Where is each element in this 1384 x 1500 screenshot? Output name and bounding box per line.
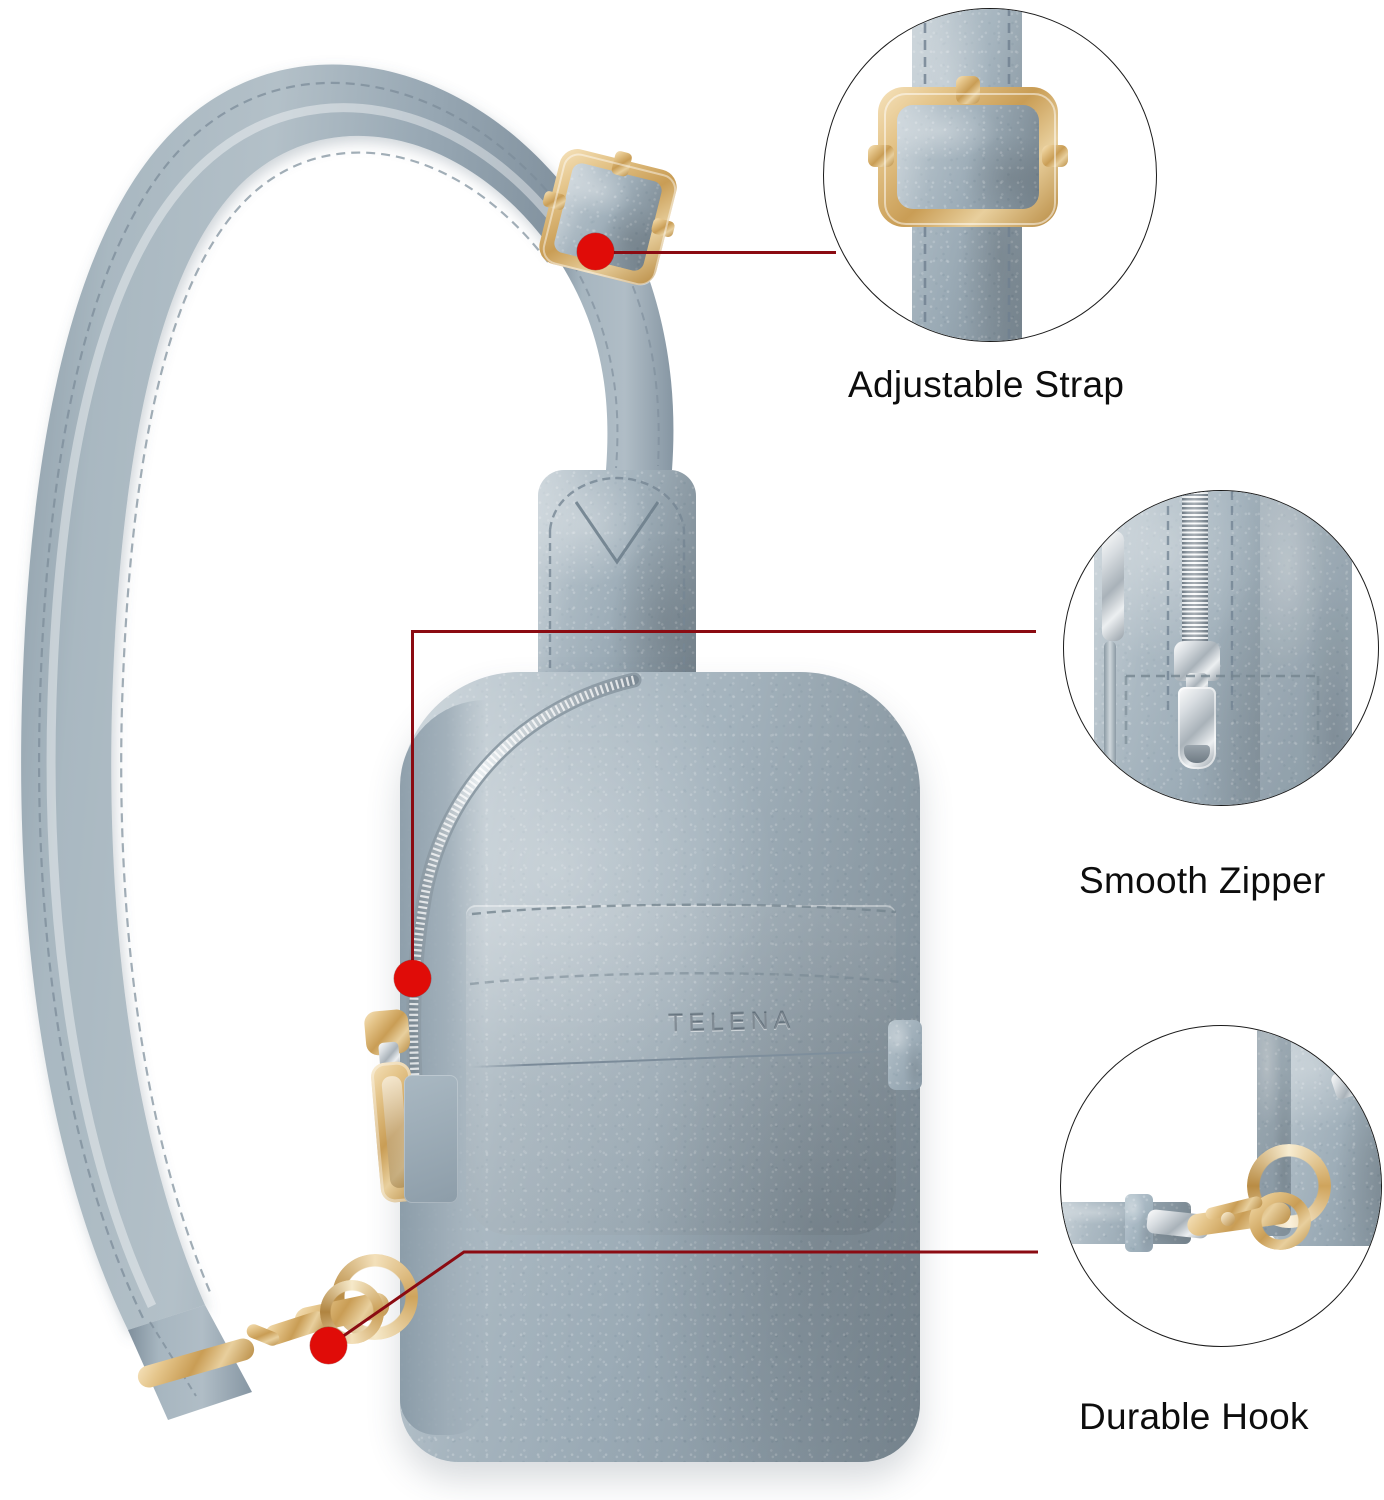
callout-durable-hook — [1060, 1025, 1382, 1347]
bag-main-zipper — [406, 672, 642, 1106]
bag-side-tab — [888, 1020, 922, 1090]
marker-dot-durable-hook — [310, 1327, 347, 1364]
callout-label-smooth-zipper: Smooth Zipper — [1079, 860, 1326, 901]
bag-front-pocket — [466, 905, 896, 1235]
strap-tab-stitching — [548, 476, 686, 684]
leader-line-durable-hook — [328, 1250, 1038, 1348]
callout-zipper-chain-icon — [1182, 491, 1208, 651]
callout-adjustable-strap — [823, 8, 1157, 342]
callout-zipper-pocket-stitching — [1124, 674, 1320, 744]
callout-label-adjustable-strap: Adjustable Strap — [848, 364, 1125, 405]
marker-dot-smooth-zipper — [394, 960, 431, 997]
callout-swivel-hook-icon — [1185, 1186, 1317, 1264]
callout-zipper-side-pull-icon — [1102, 531, 1124, 641]
bag-pocket-stitching — [469, 903, 901, 986]
swivel-hook-hardware — [236, 1240, 426, 1410]
bag-side-zipper — [404, 1075, 458, 1203]
callout-zipper-pull-icon — [1174, 641, 1220, 771]
callout-label-durable-hook: Durable Hook — [1079, 1396, 1309, 1437]
callout-zipper-tape-stitching — [1166, 491, 1234, 711]
leader-line-adjustable-strap — [596, 251, 836, 254]
leader-line-smooth-zipper-horizontal — [411, 630, 1036, 633]
brand-emboss: TELENA — [667, 1006, 796, 1038]
callout-smooth-zipper — [1063, 490, 1379, 806]
callout-buckle-icon — [868, 76, 1068, 227]
marker-dot-adjustable-strap — [577, 233, 614, 270]
leader-line-smooth-zipper-vertical — [411, 630, 414, 980]
callout-zipper-edge-track — [1104, 641, 1116, 805]
